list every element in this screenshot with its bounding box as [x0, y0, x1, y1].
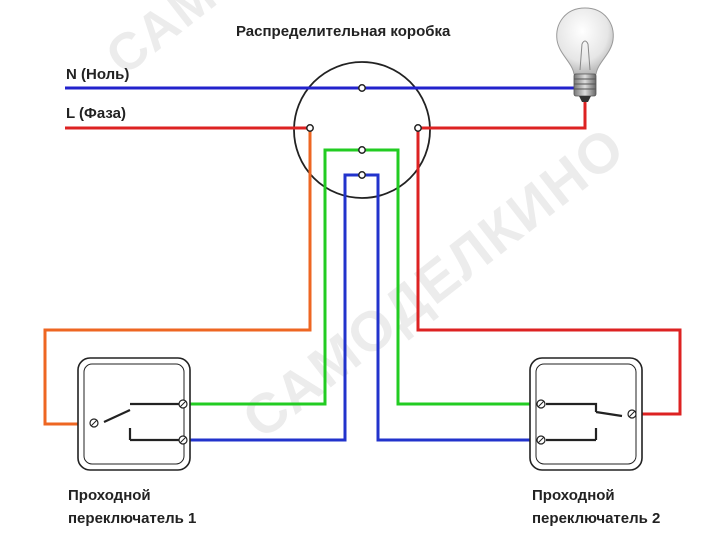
switch-2 [529, 357, 643, 471]
node-green [358, 146, 366, 154]
switch-1 [77, 357, 191, 471]
node-lamp [414, 124, 422, 132]
switch1-label-line2: переключатель 1 [68, 510, 197, 527]
green-traveler-wire [187, 148, 538, 406]
switch1-label-line1: Проходной [68, 487, 151, 504]
switch2-label-line2: переключатель 2 [532, 510, 661, 527]
switch1-feed-wire [43, 128, 312, 426]
lamp-return-wire [418, 100, 587, 130]
node-blue [358, 171, 366, 179]
node-phase [306, 124, 314, 132]
light-bulb-icon [556, 7, 614, 102]
junction-box [293, 61, 431, 199]
switch2-lamp-wire [416, 128, 682, 416]
phase-label: L (Фаза) [66, 105, 126, 122]
blue-traveler-wire [187, 173, 538, 442]
neutral-label: N (Ноль) [66, 66, 130, 83]
node-neutral [358, 84, 366, 92]
junction-box-title: Распределительная коробка [236, 23, 451, 40]
switch2-label-line1: Проходной [532, 487, 615, 504]
